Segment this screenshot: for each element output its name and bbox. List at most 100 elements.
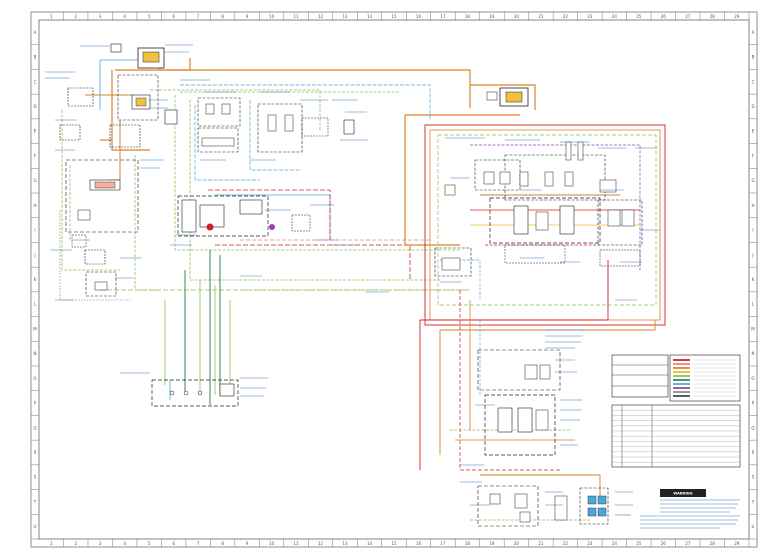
zone-row-label: S — [34, 475, 37, 480]
zone-column-label: 16 — [416, 14, 422, 19]
zone-row-label: J — [751, 252, 753, 257]
tank-block — [151, 379, 239, 407]
sheet-inner-border — [38, 19, 750, 540]
zone-column-label: 9 — [246, 14, 249, 19]
zone-column-label: 16 — [416, 541, 422, 546]
zone-column-label: 5 — [148, 541, 151, 546]
warning-box — [660, 489, 706, 497]
zone-row-label: M — [751, 326, 755, 331]
zone-column-label: 15 — [391, 14, 397, 19]
zone-row-label: R — [34, 450, 37, 455]
legend-tables: WARNING — [611, 354, 741, 529]
pump-box-left — [85, 271, 117, 297]
zone-row-label: H — [33, 203, 36, 208]
zone-column-label: 27 — [685, 14, 691, 19]
warning-label: WARNING — [673, 492, 692, 496]
zone-row-label: T — [33, 499, 37, 504]
zone-column-label: 15 — [391, 541, 397, 546]
zone-column-label: 3 — [99, 14, 102, 19]
zone-row-label: D — [33, 104, 36, 109]
zone-row-label: C — [34, 79, 37, 84]
zone-column-label: 14 — [367, 541, 373, 546]
zone-row-label: B — [752, 55, 755, 60]
pressure-port-red — [206, 223, 214, 231]
zone-row-label: N — [34, 351, 37, 356]
zone-column-label: 17 — [440, 14, 446, 19]
notes-block — [640, 499, 740, 529]
pressure-lines — [208, 189, 430, 280]
zone-row-label: H — [751, 203, 754, 208]
zone-column-label: 23 — [587, 14, 593, 19]
zone-column-label: 10 — [269, 14, 275, 19]
zone-row-label: P — [34, 401, 37, 406]
zone-row-label: J — [33, 252, 35, 257]
zone-row-label: A — [34, 30, 37, 35]
zone-row-label: G — [751, 178, 754, 183]
zone-column-label: 1 — [50, 14, 53, 19]
component-callouts — [45, 44, 660, 516]
load-sense-port-purple — [269, 224, 275, 230]
zone-column-label: 2 — [74, 541, 77, 546]
zone-row-label: I — [34, 228, 35, 233]
zone-column-label: 21 — [538, 14, 544, 19]
solenoid-icon — [110, 43, 122, 53]
zone-row-label: G — [33, 178, 36, 183]
zone-row-label: U — [752, 524, 755, 529]
zone-row-label: K — [34, 277, 37, 282]
zone-row-label: O — [33, 376, 36, 381]
zone-column-label: 12 — [318, 14, 324, 19]
zone-row-label: R — [752, 450, 755, 455]
zone-column-label: 29 — [734, 14, 740, 19]
zone-column-label: 26 — [661, 541, 667, 546]
zone-column-label: 8 — [221, 541, 224, 546]
zone-row-label: M — [33, 326, 37, 331]
left-components — [59, 43, 355, 407]
zone-column-label: 28 — [710, 541, 716, 546]
zone-row-label: N — [752, 351, 755, 356]
zone-row-label: D — [751, 104, 754, 109]
zone-row-label: F — [34, 153, 37, 158]
lower-right-circuit — [419, 260, 656, 471]
zone-column-label: 13 — [342, 14, 348, 19]
sheet-outer-border — [30, 11, 758, 548]
zone-row-label: O — [751, 376, 754, 381]
zone-column-label: 25 — [636, 14, 642, 19]
zone-column-label: 19 — [489, 14, 495, 19]
bottom-cluster — [470, 474, 609, 527]
zone-column-label: 19 — [489, 541, 495, 546]
zone-row-label: B — [34, 55, 37, 60]
zone-row-label: C — [752, 79, 755, 84]
zone-column-label: 12 — [318, 541, 324, 546]
zone-column-label: 24 — [612, 541, 618, 546]
zone-column-label: 28 — [710, 14, 716, 19]
zone-column-label: 29 — [734, 541, 740, 546]
zone-column-label: 7 — [197, 14, 200, 19]
zone-column-label: 17 — [440, 541, 446, 546]
zone-row-label: E — [752, 129, 755, 134]
right-main-circuit — [424, 124, 666, 326]
zone-column-label: 11 — [294, 541, 300, 546]
zone-column-label: 22 — [563, 14, 569, 19]
zone-column-label: 25 — [636, 541, 642, 546]
zone-row-label: I — [752, 228, 753, 233]
control-block-1 — [197, 97, 241, 127]
zone-row-label: L — [752, 302, 755, 307]
parts-table-rows — [612, 410, 740, 463]
zone-row-label: L — [34, 302, 37, 307]
zone-row-label: Q — [751, 425, 754, 430]
zone-column-label: 10 — [269, 541, 275, 546]
zone-row-label: Q — [33, 425, 36, 430]
central-pump-block — [177, 195, 269, 237]
zone-ticks: 1122334455667788991010111112121313141415… — [31, 12, 757, 547]
zone-column-label: 14 — [367, 14, 373, 19]
parts-table — [611, 404, 741, 468]
zone-row-label: T — [751, 499, 755, 504]
zone-column-label: 18 — [465, 14, 471, 19]
main-valve-block-left — [65, 159, 139, 233]
zone-column-label: 11 — [294, 14, 300, 19]
zone-column-label: 4 — [123, 541, 126, 546]
control-block-3 — [257, 103, 303, 153]
zone-column-label: 5 — [148, 14, 151, 19]
legend-color-coding — [669, 354, 741, 402]
